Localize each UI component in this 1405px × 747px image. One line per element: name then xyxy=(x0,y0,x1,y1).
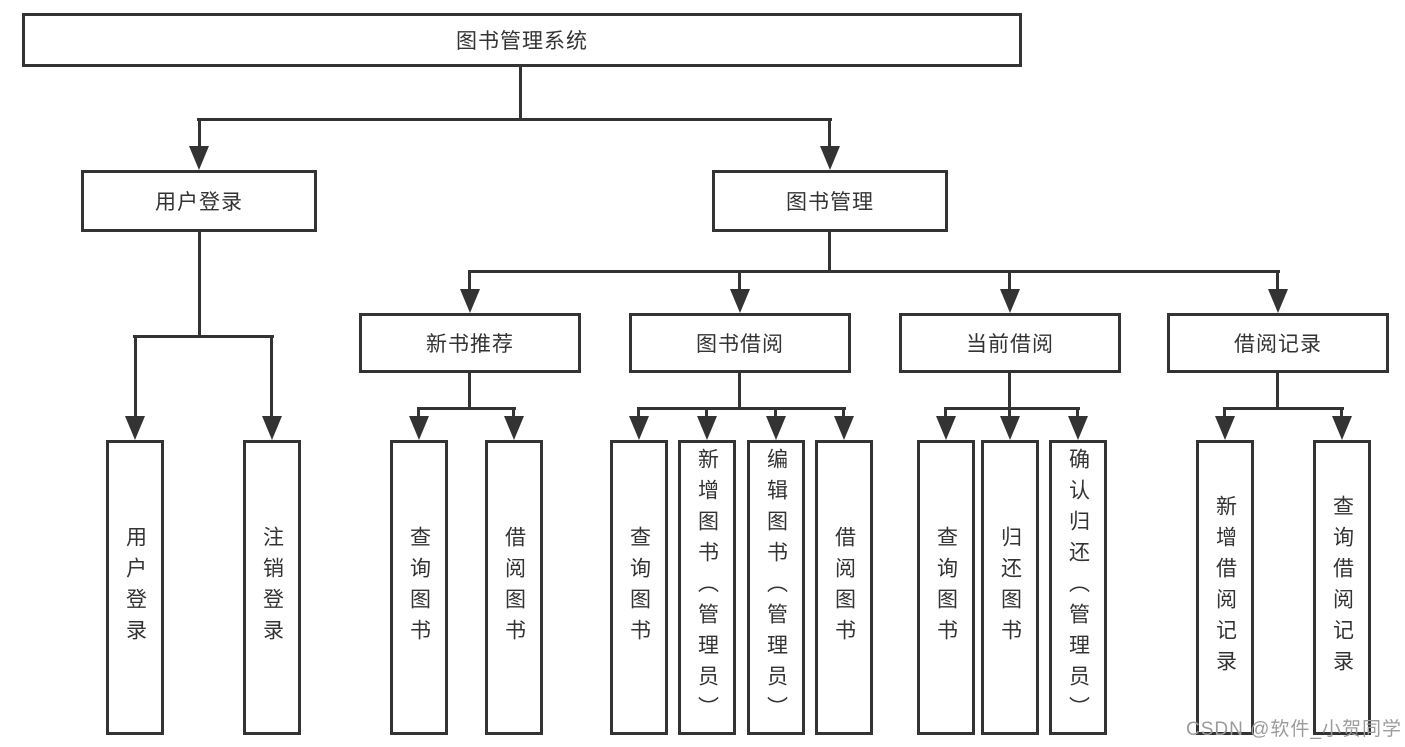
leaf-logout: 注销登录 xyxy=(243,440,301,735)
arrow-down-icon xyxy=(766,416,786,440)
connector-line xyxy=(519,67,522,118)
connector-line xyxy=(842,407,845,418)
connector-line xyxy=(197,118,832,121)
leaf-borrow-book-recommend: 借阅图书 xyxy=(485,440,543,735)
connector-line xyxy=(417,407,420,418)
arrow-down-icon xyxy=(189,146,209,170)
leaf-query-borrow-record: 查询借阅记录 xyxy=(1313,440,1371,735)
connector-line xyxy=(417,407,516,410)
connector-line xyxy=(738,373,741,407)
leaf-edit-book-admin: 编辑图书（管理员） xyxy=(747,440,805,735)
leaf-query-book-recommend: 查询图书 xyxy=(390,440,448,735)
arrow-down-icon xyxy=(1000,289,1020,313)
arrow-down-icon xyxy=(262,416,282,440)
connector-line xyxy=(468,373,471,407)
connector-line xyxy=(944,407,947,418)
connector-line xyxy=(1276,373,1279,407)
node-book-borrow: 图书借阅 xyxy=(629,313,851,373)
connector-line xyxy=(1008,407,1011,418)
leaf-confirm-return-admin: 确认归还（管理员） xyxy=(1049,440,1107,735)
connector-line xyxy=(828,118,831,148)
leaf-return-book: 归还图书 xyxy=(981,440,1039,735)
connector-line xyxy=(738,270,741,291)
connector-line xyxy=(270,335,273,418)
connector-line xyxy=(1008,373,1011,407)
arrow-down-icon xyxy=(936,416,956,440)
connector-line xyxy=(1340,407,1343,418)
connector-line xyxy=(468,270,471,291)
node-borrow-records: 借阅记录 xyxy=(1167,313,1389,373)
arrow-down-icon xyxy=(125,416,145,440)
leaf-query-book-current: 查询图书 xyxy=(917,440,975,735)
connector-line xyxy=(198,232,201,335)
connector-line xyxy=(637,407,846,410)
connector-line xyxy=(198,118,201,148)
connector-line xyxy=(774,407,777,418)
node-root-library-system: 图书管理系统 xyxy=(22,13,1022,67)
node-new-book-recommend: 新书推荐 xyxy=(359,313,581,373)
csdn-watermark: CSDN @软件_小贺同学 xyxy=(1186,719,1402,740)
connector-line xyxy=(1223,407,1226,418)
arrow-down-icon xyxy=(820,146,840,170)
arrow-down-icon xyxy=(697,416,717,440)
arrow-down-icon xyxy=(1000,416,1020,440)
arrow-down-icon xyxy=(834,416,854,440)
connector-line xyxy=(1076,407,1079,418)
arrow-down-icon xyxy=(1068,416,1088,440)
connector-line xyxy=(512,407,515,418)
connector-line xyxy=(133,335,274,338)
arrow-down-icon xyxy=(1268,289,1288,313)
connector-line xyxy=(1223,407,1344,410)
connector-line xyxy=(944,407,1080,410)
connector-line xyxy=(468,270,1280,273)
leaf-add-book-admin: 新增图书（管理员） xyxy=(678,440,736,735)
arrow-down-icon xyxy=(1332,416,1352,440)
leaf-user-login: 用户登录 xyxy=(106,440,164,735)
connector-line xyxy=(1008,270,1011,291)
connector-line xyxy=(1276,270,1279,291)
leaf-add-borrow-record: 新增借阅记录 xyxy=(1196,440,1254,735)
leaf-borrow-book: 借阅图书 xyxy=(815,440,873,735)
arrow-down-icon xyxy=(1215,416,1235,440)
arrow-down-icon xyxy=(730,289,750,313)
connector-line xyxy=(828,232,831,270)
arrow-down-icon xyxy=(504,416,524,440)
arrow-down-icon xyxy=(460,289,480,313)
node-book-management: 图书管理 xyxy=(712,170,948,232)
node-user-login: 用户登录 xyxy=(81,170,317,232)
connector-line xyxy=(134,335,137,418)
arrow-down-icon xyxy=(629,416,649,440)
connector-line xyxy=(705,407,708,418)
leaf-query-book-borrow: 查询图书 xyxy=(610,440,668,735)
connector-line xyxy=(637,407,640,418)
arrow-down-icon xyxy=(409,416,429,440)
node-current-borrow: 当前借阅 xyxy=(899,313,1121,373)
